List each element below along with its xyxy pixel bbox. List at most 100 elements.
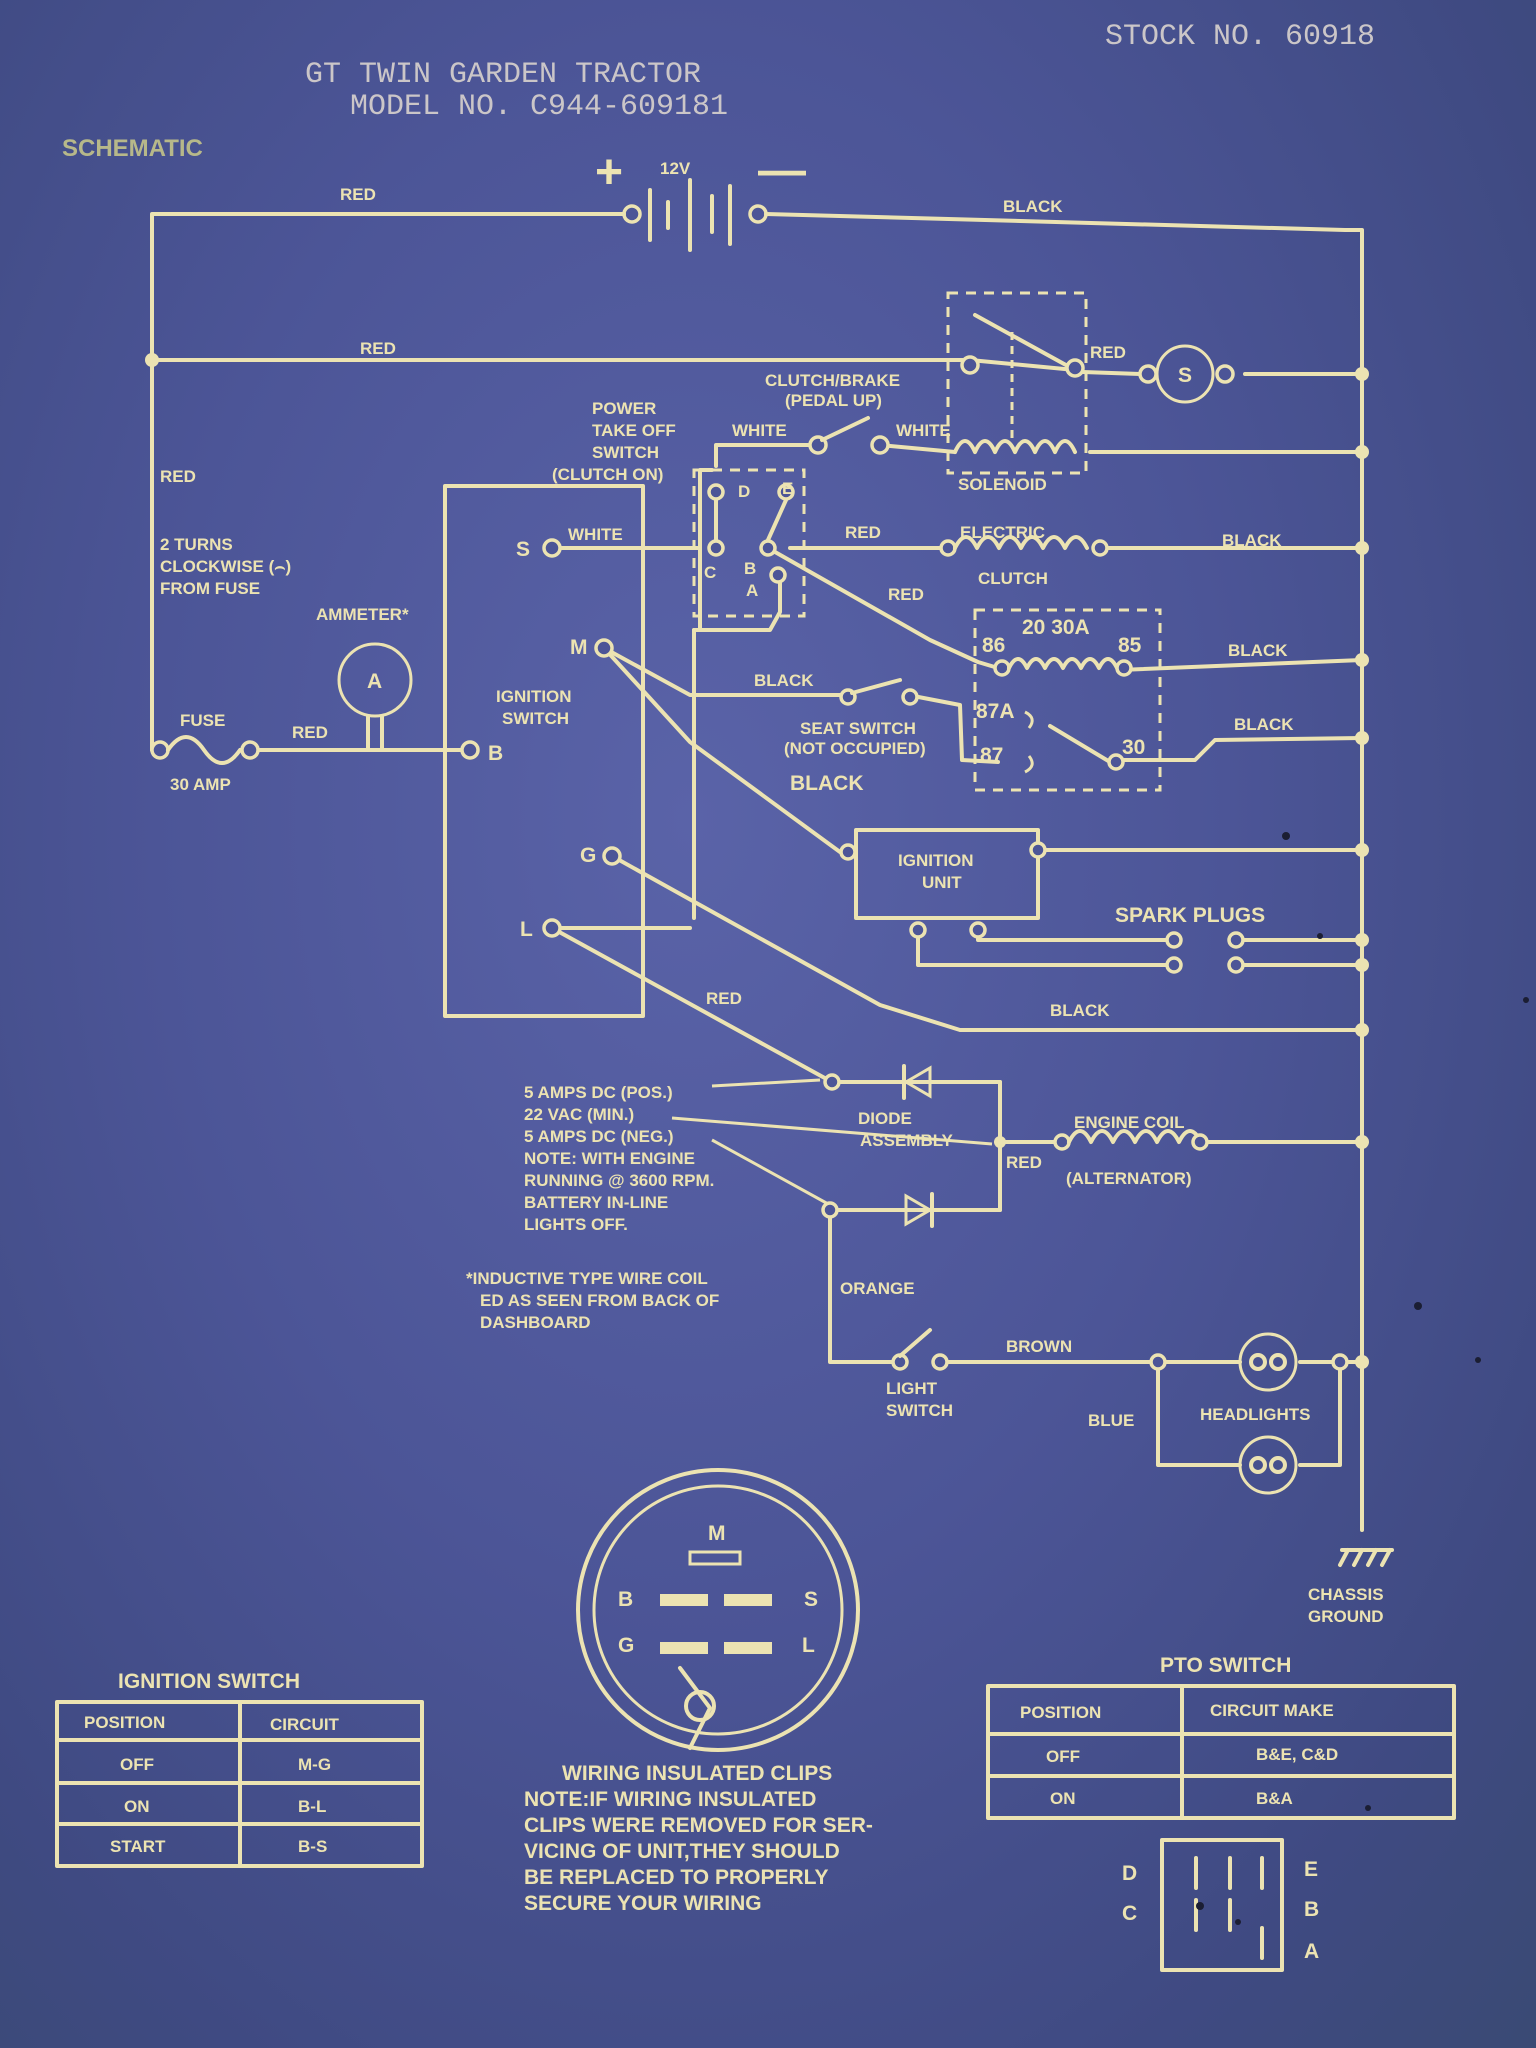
clutch-brake-label-2: (PEDAL UP): [785, 391, 882, 410]
connector-l: L: [802, 1634, 815, 1657]
ignition-switch-table: IGNITION SWITCH POSITION CIRCUIT OFF M-G…: [55, 1670, 424, 1868]
fuse-label: FUSE: [180, 711, 225, 730]
clips-note-4: VICING OF UNIT,THEY SHOULD: [524, 1840, 840, 1863]
pto-label-2: TAKE OFF: [592, 421, 676, 440]
diode-note-5: RUNNING @ 3600 RPM.: [524, 1171, 714, 1190]
clutch-brake-switch: CLUTCH/BRAKE (PEDAL UP) WHITE WHITE: [732, 371, 951, 455]
pto-label-1: POWER: [592, 399, 656, 418]
electric-clutch: ELECTRIC CLUTCH BLACK: [939, 523, 1282, 588]
headlights-label: HEADLIGHTS: [1200, 1405, 1311, 1424]
battery-minus: —: [758, 144, 806, 197]
pto-table-row-2-circuit: B&A: [1256, 1789, 1293, 1808]
ignition-switch: IGNITION SWITCH S M B G L: [443, 484, 645, 1018]
pto-view-e: E: [1304, 1858, 1318, 1881]
terminal-s: S: [516, 538, 530, 561]
inductive-note-1: *INDUCTIVE TYPE WIRE COIL: [466, 1269, 708, 1288]
clips-note: WIRING INSULATED CLIPS NOTE:IF WIRING IN…: [524, 1762, 873, 1915]
wire-black-top: BLACK: [1003, 197, 1063, 216]
light-switch-label-1: LIGHT: [886, 1379, 938, 1398]
pto-connector-view: D C E B A: [1122, 1838, 1319, 1972]
pto-view-b: B: [1304, 1898, 1319, 1921]
pto-terminal-b: B: [744, 559, 756, 578]
diode-note-6: BATTERY IN-LINE: [524, 1193, 668, 1212]
diode-note-3: 5 AMPS DC (NEG.): [524, 1127, 674, 1146]
wire-black-seat: BLACK: [754, 671, 814, 690]
relay-30: 30: [1122, 736, 1145, 759]
starter-solenoid: SOLENOID RED S: [946, 291, 1235, 494]
wire-red-starter: RED: [1090, 343, 1126, 362]
diode-note-7: LIGHTS OFF.: [524, 1215, 628, 1234]
ignition-connector-view: M B S G L: [576, 1468, 860, 1752]
wire-black-relay: BLACK: [1228, 641, 1288, 660]
pto-terminal-a: A: [746, 581, 758, 600]
headlight-upper: [1238, 1332, 1298, 1392]
stock-number: STOCK NO. 60918: [1105, 20, 1375, 54]
engine-coil-label-1: ENGINE COIL: [1074, 1113, 1185, 1132]
chassis-ground-label-1: CHASSIS: [1308, 1585, 1384, 1604]
terminal-m: M: [570, 636, 588, 659]
pto-switch: POWER TAKE OFF SWITCH (CLUTCH ON) D E C …: [552, 399, 924, 618]
clips-note-2: NOTE:IF WIRING INSULATED: [524, 1788, 816, 1811]
wire-red-left: RED: [160, 467, 196, 486]
pto-table-title: PTO SWITCH: [1160, 1654, 1291, 1677]
clips-note-3: CLIPS WERE REMOVED FOR SER-: [524, 1814, 873, 1837]
solenoid-label: SOLENOID: [958, 475, 1047, 494]
ignition-table-row-2-circuit: B-L: [298, 1797, 326, 1816]
ignition-table-header-position: POSITION: [84, 1713, 165, 1732]
battery: + — 12V: [595, 144, 806, 252]
pto-terminal-e: E: [782, 479, 793, 498]
diode-note-2: 22 VAC (MIN.): [524, 1105, 634, 1124]
ignition-table-row-1-circuit: M-G: [298, 1755, 331, 1774]
ignition-table-row-3-position: START: [110, 1837, 166, 1856]
wire-red-ammeter: RED: [292, 723, 328, 742]
pto-view-d: D: [1122, 1862, 1137, 1885]
diode-note-1: 5 AMPS DC (POS.): [524, 1083, 673, 1102]
wire-black-clutch: BLACK: [1222, 531, 1282, 550]
fuse-note-3: FROM FUSE: [160, 579, 260, 598]
pto-table-row-1-position: OFF: [1046, 1747, 1080, 1766]
pto-switch-table: PTO SWITCH POSITION CIRCUIT MAKE OFF B&E…: [986, 1654, 1456, 1820]
ignition-table-header-circuit: CIRCUIT: [270, 1715, 340, 1734]
ammeter-label: AMMETER*: [316, 605, 409, 624]
ignition-table-row-2-position: ON: [124, 1797, 150, 1816]
section-title: SCHEMATIC: [62, 135, 203, 162]
pto-terminal-d: D: [738, 482, 750, 501]
title-line-1: GT TWIN GARDEN TRACTOR: [305, 58, 701, 92]
wire-red-l: RED: [706, 989, 742, 1008]
title-line-2: MODEL NO. C944-609181: [350, 90, 728, 124]
ignition-switch-label-1: IGNITION: [496, 687, 572, 706]
clutch-brake-label-1: CLUTCH/BRAKE: [765, 371, 900, 390]
relay-87a: 87A: [976, 700, 1015, 723]
starter-motor: [1155, 344, 1215, 404]
ignition-table-title: IGNITION SWITCH: [118, 1670, 300, 1693]
engine-coil-label-2: (ALTERNATOR): [1066, 1169, 1192, 1188]
spark-plugs-label: SPARK PLUGS: [1115, 904, 1265, 927]
paper-specks: [1196, 832, 1529, 1925]
wire-black-m: BLACK: [790, 772, 864, 795]
connector-b: B: [618, 1588, 633, 1611]
headlight-lower: [1238, 1435, 1298, 1495]
seat-switch: BLACK SEAT SWITCH (NOT OCCUPIED) BLACK: [754, 671, 926, 795]
wire-white-3: WHITE: [568, 525, 623, 544]
diode-label-2: ASSEMBLY: [860, 1131, 954, 1150]
terminal-g: G: [580, 844, 596, 867]
electric-clutch-label-1: ELECTRIC: [960, 523, 1045, 542]
fuse-note-1: 2 TURNS: [160, 535, 233, 554]
clips-note-6: SECURE YOUR WIRING: [524, 1892, 762, 1915]
pto-table-header-circuit: CIRCUIT MAKE: [1210, 1701, 1334, 1720]
relay-85: 85: [1118, 634, 1142, 657]
ignition-unit-label-2: UNIT: [922, 873, 962, 892]
pto-view-a: A: [1304, 1940, 1319, 1963]
pto-table-row-1-circuit: B&E, C&D: [1256, 1745, 1338, 1764]
pto-label-3: SWITCH: [592, 443, 659, 462]
engine-coil: ENGINE COIL (ALTERNATOR): [1053, 1113, 1209, 1188]
light-switch-label-2: SWITCH: [886, 1401, 953, 1420]
fuse-note-2: CLOCKWISE (⌢): [160, 557, 291, 576]
relay-87: 87: [980, 744, 1003, 767]
ignition-unit-label-1: IGNITION: [898, 851, 974, 870]
wire-red-top: RED: [340, 185, 376, 204]
battery-positive-terminal: [622, 204, 642, 224]
pto-table-header-position: POSITION: [1020, 1703, 1101, 1722]
